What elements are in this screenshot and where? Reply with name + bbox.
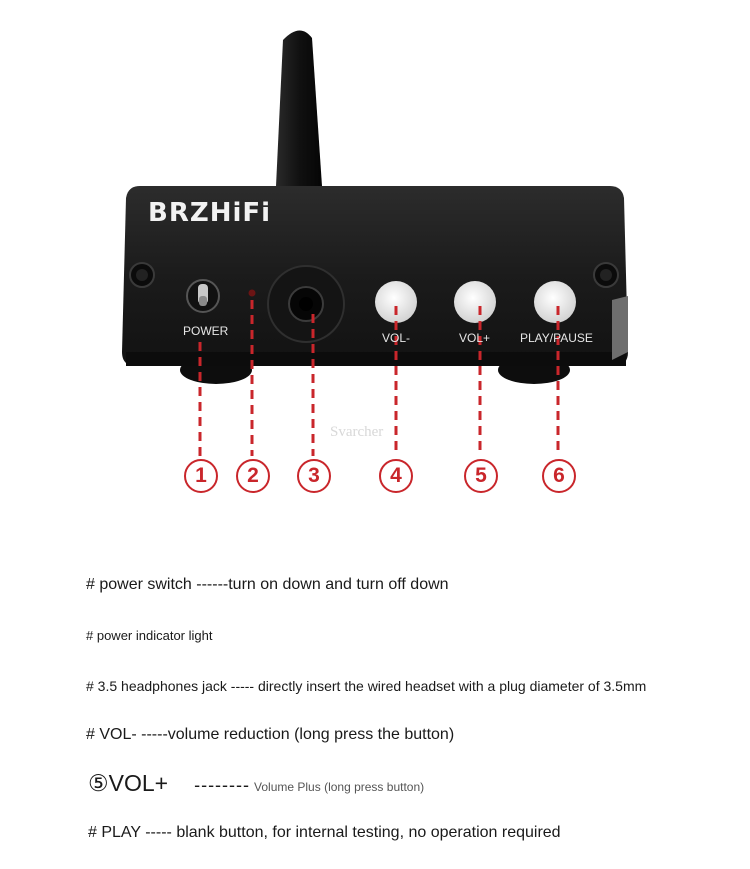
product-diagram: BRZHiFi POWER VOL- VOL+ PLAY/PAUSE Svarc… — [122, 30, 628, 493]
desc-vol-plus: ⑤VOL+ --------Volume Plus (long press but… — [88, 770, 424, 797]
desc-play: # PLAY ----- blank button, for internal … — [88, 824, 561, 841]
play-pause-button — [534, 281, 576, 323]
callout-5: 5 — [464, 459, 498, 493]
desc-headphone-jack: # 3.5 headphones jack ----- directly ins… — [86, 678, 647, 694]
callout-3: 3 — [297, 459, 331, 493]
brand-logo: BRZHiFi — [148, 198, 272, 228]
desc-power-switch: # power switch ------turn on down and tu… — [86, 576, 449, 593]
callout-6: 6 — [542, 459, 576, 493]
desc-vol-plus-dash: -------- — [194, 775, 251, 795]
vol-plus-button — [454, 281, 496, 323]
play-pause-label: PLAY/PAUSE — [520, 331, 593, 345]
vol-minus-label: VOL- — [382, 331, 411, 345]
desc-vol-minus: # VOL- -----volume reduction (long press… — [86, 726, 454, 744]
device-illustration — [122, 30, 628, 456]
vol-plus-label: VOL+ — [459, 331, 491, 345]
power-indicator — [248, 289, 256, 297]
device-body — [122, 186, 628, 366]
desc-vol-plus-title: ⑤VOL+ — [88, 770, 169, 796]
callout-1: 1 — [184, 459, 218, 493]
desc-vol-minus-text: # VOL- -----volume reduction (long press… — [86, 726, 455, 743]
watermark: Svarcher — [330, 424, 384, 440]
callout-2: 2 — [236, 459, 270, 493]
power-label: POWER — [183, 324, 229, 338]
desc-vol-plus-sub: Volume Plus (long press button) — [254, 780, 425, 794]
callout-4: 4 — [379, 459, 413, 493]
vol-minus-button — [375, 281, 417, 323]
antenna — [276, 30, 322, 187]
desc-power-indicator: # power indicator light — [86, 628, 213, 643]
